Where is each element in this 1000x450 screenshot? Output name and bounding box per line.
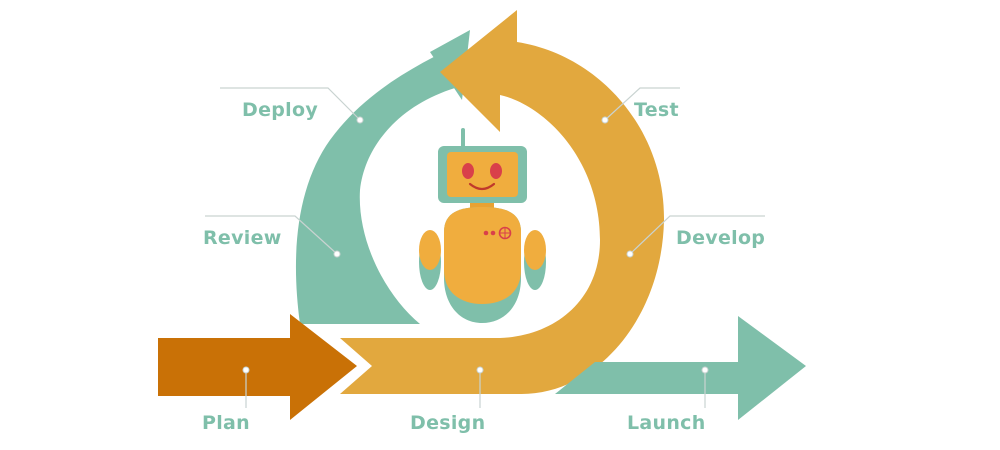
plan-arrow xyxy=(158,314,357,420)
robot-icon xyxy=(419,128,546,323)
label-launch: Launch xyxy=(627,412,706,434)
label-develop: Develop xyxy=(676,227,765,249)
label-deploy: Deploy xyxy=(242,99,318,121)
label-test: Test xyxy=(634,99,679,121)
label-design: Design xyxy=(410,412,485,434)
label-plan: Plan xyxy=(202,412,250,434)
label-review: Review xyxy=(203,227,282,249)
leader-lines xyxy=(205,87,765,408)
launch-arrow xyxy=(555,316,806,420)
gold-cycle-loop xyxy=(340,10,665,395)
